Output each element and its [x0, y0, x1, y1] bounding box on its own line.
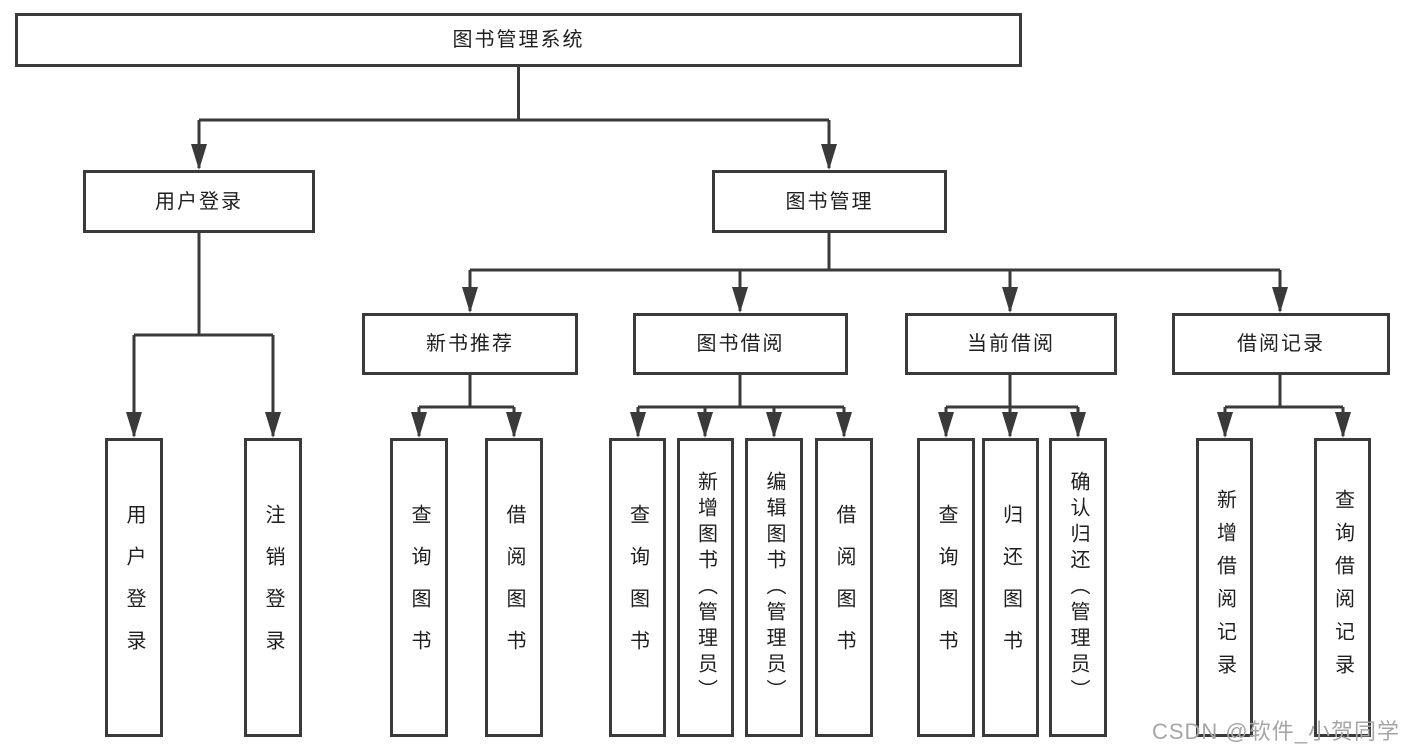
arrow-down-icon	[1002, 287, 1018, 313]
leaf-add-borrow-record: 新增借阅记录	[1196, 438, 1253, 737]
leaf-user-login: 用户登录	[105, 438, 163, 737]
node-borrowing-records: 借阅记录	[1172, 313, 1390, 375]
leaf-return-book: 归还图书	[982, 438, 1039, 737]
node-book-management-branch: 图书管理	[712, 170, 947, 233]
arrow-down-icon	[821, 144, 837, 170]
arrow-down-icon	[1002, 412, 1018, 438]
leaf-borrow-books-rec: 借阅图书	[485, 438, 543, 737]
leaf-borrow-books: 借阅图书	[815, 438, 873, 737]
node-book-borrowing: 图书借阅	[633, 313, 848, 375]
leaf-edit-book-admin: 编辑图书（管理员）	[745, 438, 803, 737]
node-root-system: 图书管理系统	[15, 13, 1022, 67]
arrow-down-icon	[938, 412, 954, 438]
leaf-query-borrow-record: 查询借阅记录	[1314, 438, 1371, 737]
leaf-query-books-rec: 查询图书	[390, 438, 448, 737]
arrow-down-icon	[411, 412, 427, 438]
arrow-down-icon	[191, 144, 207, 170]
arrow-down-icon	[126, 412, 142, 438]
arrow-down-icon	[630, 412, 646, 438]
arrow-down-icon	[732, 287, 748, 313]
arrow-down-icon	[1217, 412, 1233, 438]
csdn-watermark: CSDN @软件_小贺同学	[1151, 719, 1400, 744]
node-new-book-recommendation: 新书推荐	[362, 313, 578, 375]
arrow-down-icon	[1272, 287, 1288, 313]
arrow-down-icon	[506, 412, 522, 438]
arrow-down-icon	[462, 287, 478, 313]
arrow-down-icon	[265, 412, 281, 438]
leaf-logout: 注销登录	[244, 438, 302, 737]
arrow-down-icon	[1070, 412, 1086, 438]
leaf-confirm-return-admin: 确认归还（管理员）	[1049, 438, 1107, 737]
leaf-add-book-admin: 新增图书（管理员）	[677, 438, 734, 737]
arrow-down-icon	[836, 412, 852, 438]
node-current-borrowing: 当前借阅	[905, 313, 1117, 375]
leaf-query-books-borrow: 查询图书	[609, 438, 666, 737]
arrow-down-icon	[1335, 412, 1351, 438]
leaf-query-books-current: 查询图书	[917, 438, 975, 737]
arrow-down-icon	[766, 412, 782, 438]
arrow-down-icon	[697, 412, 713, 438]
node-user-login-branch: 用户登录	[83, 170, 315, 233]
